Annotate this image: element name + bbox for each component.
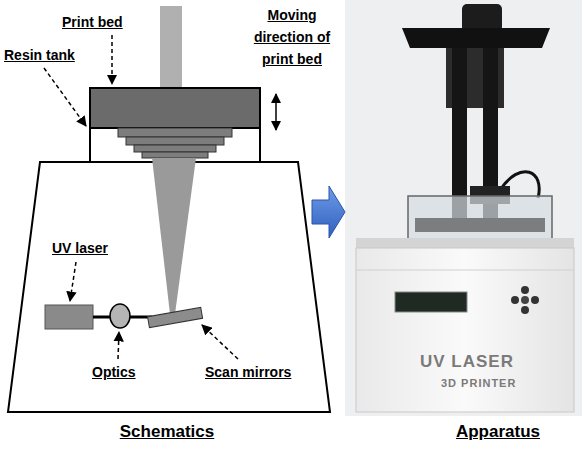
printed-layer xyxy=(134,145,216,152)
photo-background xyxy=(345,0,582,416)
control-button xyxy=(531,296,539,304)
panel-caption: Apparatus xyxy=(456,422,540,442)
motion-arrow xyxy=(275,94,277,130)
schematics-panel: Schematics xyxy=(0,0,312,450)
scan-mirror xyxy=(148,307,203,327)
part-label: Optics xyxy=(92,361,136,383)
leader-line xyxy=(118,332,119,359)
panel-caption: Schematics xyxy=(120,422,215,442)
printed-brand-text: UV LASER xyxy=(420,352,514,372)
part-label: Print bed xyxy=(62,11,123,33)
leader-line xyxy=(111,35,113,84)
printed-layer xyxy=(142,152,208,158)
control-button xyxy=(521,306,529,314)
control-button xyxy=(521,296,529,304)
printer-arm xyxy=(402,28,550,48)
lcd-display xyxy=(395,292,467,312)
part-label: UV laser xyxy=(52,237,108,259)
uv-laser xyxy=(45,305,93,329)
printed-layer xyxy=(118,128,232,137)
printed-layer xyxy=(126,137,224,145)
leader-line xyxy=(70,262,76,301)
optics-lens xyxy=(110,304,130,328)
printer-top xyxy=(356,238,574,248)
bed-rod xyxy=(160,6,182,88)
resin-tank-photo xyxy=(408,196,552,240)
printed-brand-text: 3D PRINTER xyxy=(441,376,516,390)
flow-arrow xyxy=(312,186,345,238)
leader-line xyxy=(202,325,238,359)
part-label: Resin tank xyxy=(4,44,75,66)
printer-body xyxy=(356,248,574,412)
resin-tank xyxy=(90,88,260,162)
print-bed xyxy=(90,88,260,128)
part-label: Scan mirrors xyxy=(205,361,291,383)
leader-line xyxy=(44,68,86,126)
printer-rail xyxy=(452,48,467,218)
control-button xyxy=(521,286,529,294)
control-button xyxy=(511,296,519,304)
tank-base xyxy=(415,218,545,232)
part-label: Moving direction of print bed xyxy=(244,4,340,70)
printer-knob xyxy=(462,4,502,32)
laser-beam xyxy=(152,158,196,314)
panel-seam xyxy=(356,270,574,271)
